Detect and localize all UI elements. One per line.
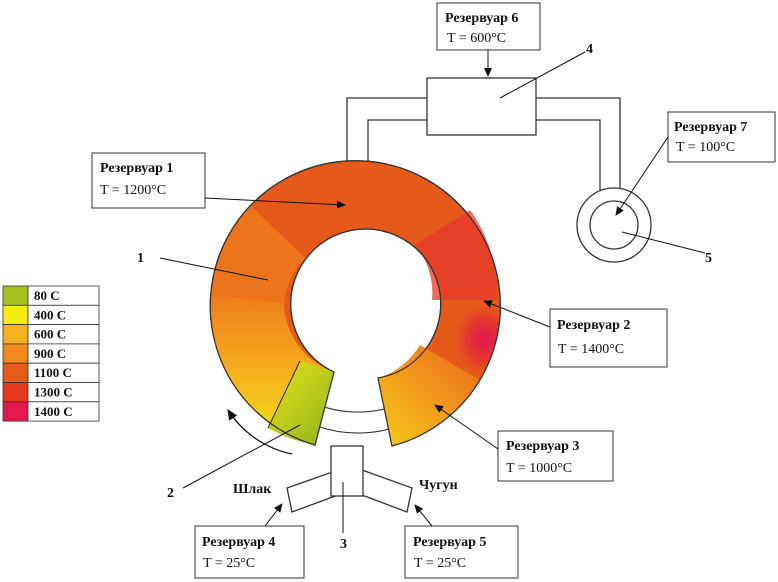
reservoir-7-temp: T = 100°C xyxy=(676,140,735,155)
reservoir-7-box: Резервуар 7 T = 100°C xyxy=(667,111,776,163)
reservoir-4-temp: T = 25°C xyxy=(203,556,255,571)
legend-label: 1300 C xyxy=(34,385,73,400)
rotation-arrow xyxy=(227,408,293,455)
reservoir-6-temp: T = 600°C xyxy=(447,31,506,46)
legend-label: 80 C xyxy=(34,288,60,303)
legend-label: 1100 C xyxy=(34,365,72,380)
reservoir-6-title: Резервуар 6 xyxy=(445,11,518,26)
gas-pipe xyxy=(346,97,621,190)
legend-swatch xyxy=(2,401,29,422)
reservoir-3-temp: T = 1000°C xyxy=(506,461,572,476)
reservoir-3-title: Резервуар 3 xyxy=(506,439,579,454)
label-number-5: 5 xyxy=(705,251,712,266)
unit-4-box xyxy=(426,77,537,136)
reservoir-1-box: Резервуар 1 T = 1200°C xyxy=(91,152,206,209)
reservoir-4-box: Резервуар 4 T = 25°C xyxy=(194,525,305,579)
legend-swatch xyxy=(2,362,29,383)
iron-label: Чугун xyxy=(419,478,458,493)
legend-label: 400 C xyxy=(34,307,66,322)
reservoir-5-title: Резервуар 5 xyxy=(413,535,486,550)
reservoir-1-temp: T = 1200°C xyxy=(100,183,166,198)
slag-label: Шлак xyxy=(233,482,272,497)
legend-swatch xyxy=(2,304,29,325)
reservoir-4-title: Резервуар 4 xyxy=(202,535,275,550)
furnace-ring xyxy=(209,160,501,447)
reservoir-6-box: Резервуар 6 T = 600°C xyxy=(436,2,541,51)
legend-label: 600 C xyxy=(34,327,66,342)
legend-label: 900 C xyxy=(34,346,66,361)
reservoir-7-title: Резервуар 7 xyxy=(674,120,747,135)
label-number-4: 4 xyxy=(586,42,593,57)
reservoir-3-box: Резервуар 3 T = 1000°C xyxy=(497,430,614,482)
legend-swatch xyxy=(2,285,29,306)
legend-label: 1400 C xyxy=(34,404,73,419)
label-number-1: 1 xyxy=(137,251,144,266)
legend-swatch xyxy=(2,343,29,364)
label-number-2: 2 xyxy=(167,486,174,501)
legend-swatch xyxy=(2,324,29,345)
leader-lines xyxy=(159,50,706,533)
legend-cell xyxy=(27,401,100,422)
reservoir-2-box: Резервуар 2 T = 1400°C xyxy=(549,308,668,368)
reservoir-5-temp: T = 25°C xyxy=(414,556,466,571)
legend-swatch xyxy=(2,382,29,403)
temperature-legend: 80 C 400 C 600 C 900 C 1100 C 1300 C 1400 C xyxy=(2,285,100,422)
reservoir-5-box: Резервуар 5 T = 25°C xyxy=(404,525,519,579)
reservoir-2-title: Резервуар 2 xyxy=(557,318,630,333)
label-number-3: 3 xyxy=(340,537,347,552)
reservoir-2-temp: T = 1400°C xyxy=(558,342,624,357)
reservoir-1-title: Резервуар 1 xyxy=(100,161,173,176)
tapping-chute xyxy=(286,445,413,513)
unit-5-ring xyxy=(576,187,652,263)
